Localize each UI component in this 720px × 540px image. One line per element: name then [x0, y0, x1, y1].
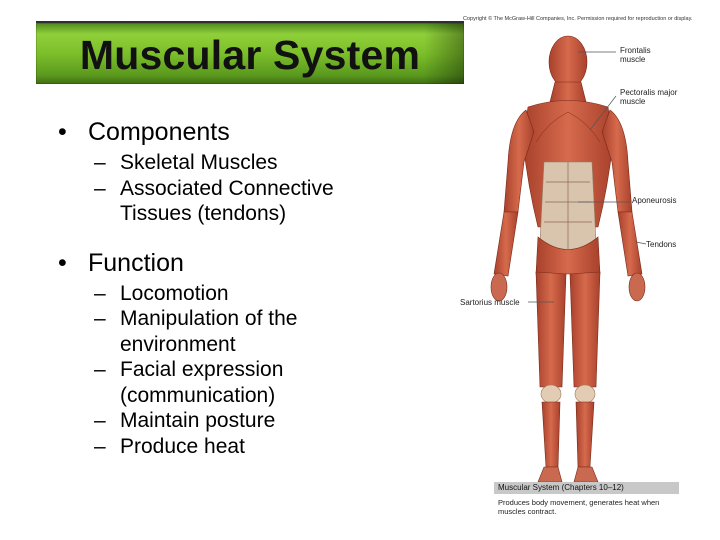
sub-bullet: –Manipulation of the [94, 307, 298, 330]
title-bar: Muscular System [36, 21, 464, 84]
caption-title-bar [494, 482, 679, 494]
sub-bullet: –Associated Connective [94, 176, 334, 200]
bullet-dot: • [58, 248, 67, 277]
sub-bullet: –Locomotion [94, 281, 229, 305]
copyright-notice: Copyright © The McGraw-Hill Companies, I… [463, 16, 693, 22]
bullet-components: • Components [58, 116, 438, 148]
label-aponeurosis: Aponeurosis [632, 196, 677, 205]
components-list: –Skeletal Muscles –Associated Connective… [58, 150, 438, 227]
bullet-function: • Function [58, 247, 438, 279]
bullet-content: • Components –Skeletal Muscles –Associat… [58, 116, 438, 469]
bullet-text: Function [88, 248, 184, 277]
function-list: –Locomotion –Manipulation of the environ… [58, 281, 438, 460]
muscular-system-figure: Copyright © The McGraw-Hill Companies, I… [458, 12, 692, 527]
title-bar-shade [424, 23, 464, 84]
caption-text: Produces body movement, generates heat w… [498, 498, 660, 516]
label-sartorius: Sartorius muscle [460, 298, 520, 307]
sub-bullet-continuation: (communication) [120, 383, 276, 407]
sub-bullet: –Facial expression [94, 358, 284, 381]
slide-title: Muscular System [79, 32, 421, 78]
sub-bullet-continuation: environment [120, 332, 236, 356]
muscle-body-illustration [490, 35, 647, 483]
sub-bullet-continuation: Tissues (tendons) [120, 202, 287, 225]
label-tendons: Tendons [646, 240, 677, 249]
sub-bullet: –Produce heat [94, 434, 245, 458]
label-pectoralis: Pectoralis major muscle [620, 88, 678, 106]
bullet-dot: • [58, 118, 67, 146]
label-frontalis: Frontalis muscle [620, 46, 651, 64]
sub-bullet: –Skeletal Muscles [94, 151, 278, 174]
bullet-text: Components [88, 118, 230, 146]
caption-title: Muscular System (Chapters 10–12) [498, 483, 624, 492]
sub-bullet: –Maintain posture [94, 409, 276, 432]
